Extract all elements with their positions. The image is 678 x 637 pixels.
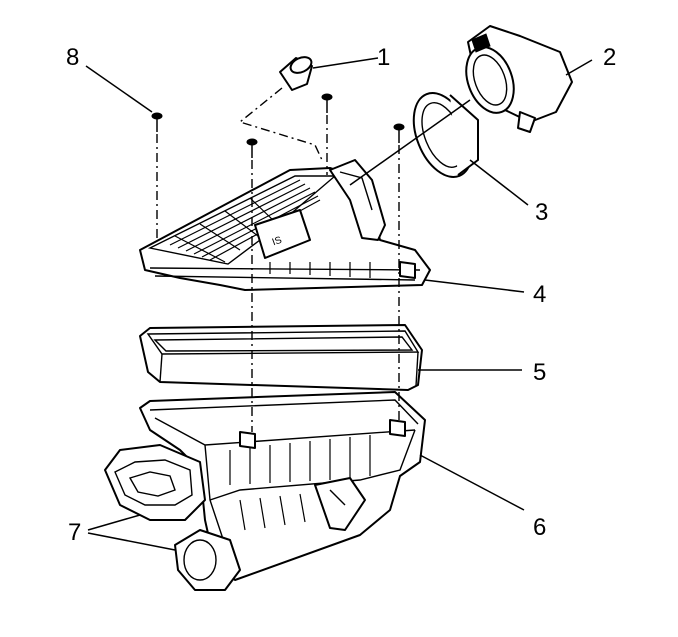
callout-3: 3 [535,199,548,226]
assembly-lines [156,87,471,432]
callout-7: 7 [68,519,81,546]
callout-6: 6 [533,514,546,541]
callout-4: 4 [533,281,546,308]
screw-icon [321,93,333,113]
callout-8: 8 [66,44,79,71]
air-inlet-ducts [104,444,241,591]
cover-marking: IS [271,235,284,249]
callout-5: 5 [533,359,546,386]
screw-icon [246,138,258,158]
cover-screws [151,93,405,158]
callout-1: 1 [377,44,390,71]
screw-icon [393,123,405,143]
clamp-ring [412,92,479,178]
screw-icon [151,112,163,132]
mass-air-flow-sensor [465,25,573,133]
leader-lines [85,57,593,551]
air-cleaner-upper-cover: IS [139,159,431,291]
hose-cap [279,56,313,91]
callout-labels: 1 2 3 4 5 6 7 8 [66,44,616,546]
air-filter-element [139,324,423,391]
callout-2: 2 [603,44,616,71]
